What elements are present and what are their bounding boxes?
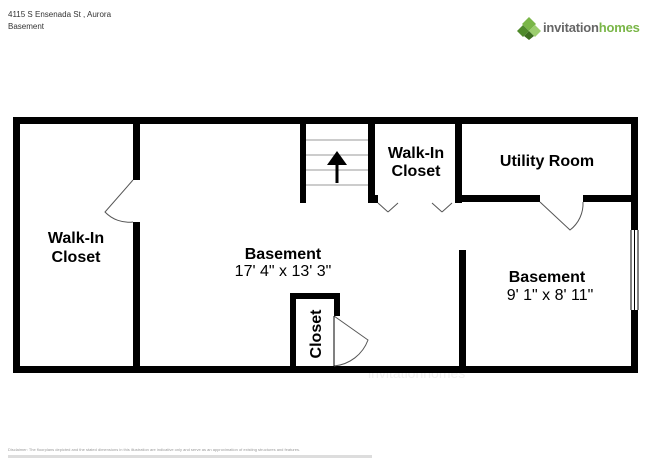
stair-up-arrow-icon: [327, 151, 347, 183]
wall-stair-left: [300, 117, 306, 203]
property-address: 4115 S Ensenada St , Aurora: [8, 10, 112, 19]
doors: [104, 179, 584, 367]
wall-closet-right-upper: [334, 293, 340, 316]
door-walkin-bifold-left: [377, 202, 399, 213]
logo-text-homes: homes: [598, 20, 640, 35]
disclaimer-line: [8, 455, 372, 458]
basement-right-label: Basement: [509, 269, 586, 286]
floor-level-label: Basement: [8, 22, 45, 31]
walls: [13, 117, 638, 373]
wall-utility-bottom-right: [583, 195, 638, 202]
basement-right-dims: 9' 1" x 8' 11": [507, 287, 594, 304]
logo-text: invitationhomes: [543, 20, 640, 35]
wall-closet-jamb-left: [375, 195, 378, 203]
wall-partition-left-lower: [133, 222, 140, 373]
wall-top: [13, 117, 638, 124]
walkin-top-label-2: Closet: [392, 163, 442, 180]
wall-right-upper: [631, 117, 638, 230]
wall-left: [13, 117, 20, 373]
wall-closet-top: [290, 293, 340, 299]
wall-walkin-right: [455, 117, 462, 203]
walkin-left-label-2: Closet: [52, 249, 102, 266]
door-closet: [333, 315, 369, 367]
basement-main-label: Basement: [245, 246, 322, 263]
door-utility: [539, 201, 584, 231]
wall-partition-left-upper: [133, 117, 140, 180]
invitation-homes-logo-icon: [517, 17, 541, 40]
disclaimer-text: Disclaimer: The floorplans depicted and …: [8, 447, 301, 452]
utility-room-label: Utility Room: [500, 153, 594, 170]
door-left-closet: [104, 179, 134, 223]
brand-logo: invitationhomes: [517, 16, 642, 42]
wall-closet-left: [290, 293, 296, 373]
door-walkin-bifold-right: [431, 202, 453, 213]
window-right: [630, 230, 639, 310]
basement-main-dims: 17' 4" x 13' 3": [235, 263, 332, 280]
wall-right-basement: [459, 250, 466, 373]
wall-stair-right: [368, 117, 375, 203]
logo-text-invitation: invitation: [543, 20, 599, 35]
wall-bottom: [13, 366, 638, 373]
closet-label: Closet: [308, 309, 325, 359]
walkin-left-label-1: Walk-In: [48, 230, 104, 247]
wall-utility-bottom-left: [462, 195, 540, 202]
walkin-top-label-1: Walk-In: [388, 145, 444, 162]
wall-right-lower: [631, 310, 638, 373]
